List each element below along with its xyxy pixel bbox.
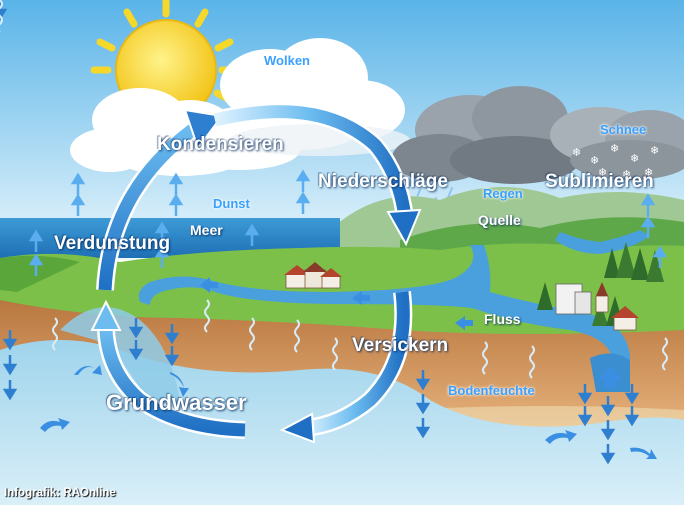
label-dunst: Dunst <box>213 196 250 211</box>
label-wolken: Wolken <box>264 53 310 68</box>
label-quelle: Quelle <box>478 212 521 228</box>
svg-text:❄: ❄ <box>622 168 631 181</box>
label-kondensieren: Kondensieren <box>157 134 284 155</box>
label-bodenfeuchte: Bodenfeuchte <box>448 383 535 398</box>
cycle-arrow-condensation <box>212 102 422 247</box>
house-icon <box>284 262 342 289</box>
label-fluss: Fluss <box>484 311 521 327</box>
svg-text:❄: ❄ <box>590 154 599 167</box>
svg-text:❄: ❄ <box>650 144 659 157</box>
house-icon <box>555 283 639 331</box>
label-versickern: Versickern <box>352 335 449 356</box>
label-grundwasser: Grundwasser <box>106 390 247 415</box>
svg-text:❄: ❄ <box>572 146 581 159</box>
credit-text: Infografik: RAOnline <box>4 487 116 499</box>
svg-text:❄: ❄ <box>598 166 607 179</box>
label-niederschlaege: Niederschläge <box>318 171 448 192</box>
cycle-arrow-evaporation <box>96 108 224 291</box>
label-schnee: Schnee <box>600 122 647 137</box>
label-verdunstung: Verdunstung <box>54 233 171 254</box>
label-regen: Regen <box>483 186 523 201</box>
svg-text:❄: ❄ <box>630 152 639 165</box>
cycle-arrow-infiltration <box>279 290 413 444</box>
svg-text:❄: ❄ <box>644 166 653 179</box>
svg-text:❄: ❄ <box>610 142 619 155</box>
cloud-icon <box>392 86 684 184</box>
church-icon <box>595 282 609 313</box>
river <box>138 245 630 390</box>
wave-icon <box>0 0 3 32</box>
cycle-arrow-groundwater <box>90 299 246 439</box>
label-sublimieren: Sublimieren <box>545 171 654 192</box>
flow-arrow <box>40 277 657 459</box>
label-meer: Meer <box>190 222 223 238</box>
snowflake-icon: ❄❄❄ ❄❄❄ ❄❄ <box>572 142 659 181</box>
